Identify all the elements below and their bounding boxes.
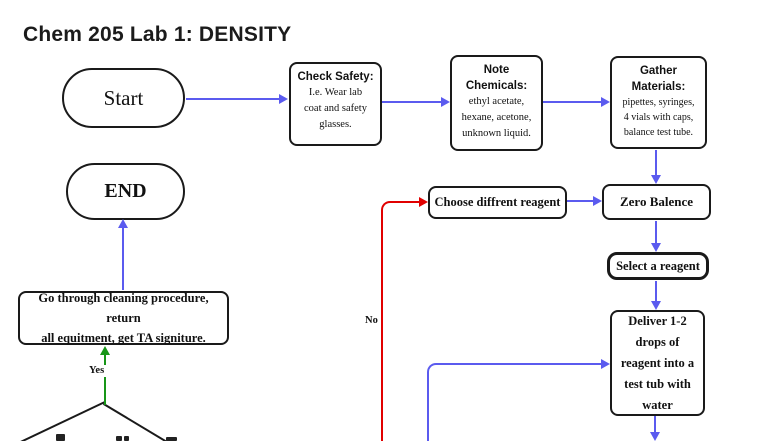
node-gather-materials-header: Gather Materials:: [631, 65, 686, 94]
arrowhead-icon: [100, 346, 110, 355]
arrowhead-icon: [279, 94, 288, 104]
node-select-reagent: Select a reagent: [607, 252, 709, 280]
node-note-chemicals-body: ethyl acetate, hexane, acetone, unknown …: [461, 96, 532, 139]
node-select-reagent-label: Select a reagent: [616, 258, 700, 273]
edge-check-to-note: [382, 101, 441, 103]
edge-note-to-gather: [543, 101, 601, 103]
node-cleaning-procedure: Go through cleaning procedure, return al…: [18, 291, 229, 345]
node-start-label: Start: [103, 85, 144, 110]
node-choose-different-reagent: Choose diffrent reagent: [428, 186, 567, 219]
node-zero-balance-label: Zero Balence: [619, 194, 694, 209]
arrowhead-icon: [650, 432, 660, 441]
node-deliver-drops: Deliver 1-2 drops of reagent into a test…: [610, 310, 705, 416]
node-note-chemicals: Note Chemicals: ethyl acetate, hexane, a…: [450, 55, 543, 151]
page-title: Chem 205 Lab 1: DENSITY: [23, 23, 292, 46]
node-choose-different-reagent-label: Choose diffrent reagent: [434, 195, 561, 209]
node-zero-balance: Zero Balence: [602, 184, 711, 220]
arrowhead-icon: [118, 219, 128, 228]
arrowhead-icon: [651, 175, 661, 184]
node-check-safety-header: Check Safety:: [297, 71, 374, 83]
edge-label-yes: Yes: [87, 365, 107, 377]
diamond-clipped-text-fragment: [116, 436, 122, 441]
node-deliver-drops-label: Deliver 1-2 drops of reagent into a test…: [620, 313, 695, 412]
arrowhead-icon: [593, 196, 602, 206]
edge-choose-to-zero: [567, 200, 593, 202]
edge-start-to-check: [186, 98, 279, 100]
node-check-safety: Check Safety: I.e. Wear lab coat and saf…: [289, 62, 382, 146]
arrowhead-icon: [601, 97, 610, 107]
edge-select-to-deliver: [655, 281, 657, 301]
node-gather-materials-body: pipettes, syringes, 4 vials with caps, b…: [622, 97, 695, 139]
edge-cleaning-to-end: [122, 228, 124, 290]
arrowhead-icon: [419, 197, 428, 207]
edge-deliver-down: [654, 416, 656, 432]
edge-zero-to-select: [655, 221, 657, 243]
diamond-clipped-text-fragment: [166, 437, 177, 441]
node-note-chemicals-header: Note Chemicals:: [465, 64, 528, 93]
edge-label-no: No: [363, 315, 380, 327]
node-end: END: [66, 163, 185, 220]
edge-gather-to-zero: [655, 150, 657, 175]
decision-diamond-right-edge: [102, 403, 179, 441]
arrowhead-icon: [601, 359, 610, 369]
edge-no-to-choose: [381, 201, 420, 441]
node-end-label: END: [104, 180, 147, 202]
node-cleaning-procedure-label: Go through cleaning procedure, return al…: [38, 291, 209, 345]
arrowhead-icon: [651, 301, 661, 310]
arrowhead-icon: [441, 97, 450, 107]
edge-loop-to-deliver: [427, 363, 603, 441]
node-check-safety-body: I.e. Wear lab coat and safety glasses.: [304, 87, 367, 130]
diamond-clipped-text-fragment: [124, 436, 129, 441]
arrowhead-icon: [651, 243, 661, 252]
node-gather-materials: Gather Materials: pipettes, syringes, 4 …: [610, 56, 707, 149]
diamond-clipped-text-fragment: [56, 434, 65, 441]
edge-yes-to-cleaning: [104, 355, 106, 405]
node-start: Start: [62, 68, 185, 128]
